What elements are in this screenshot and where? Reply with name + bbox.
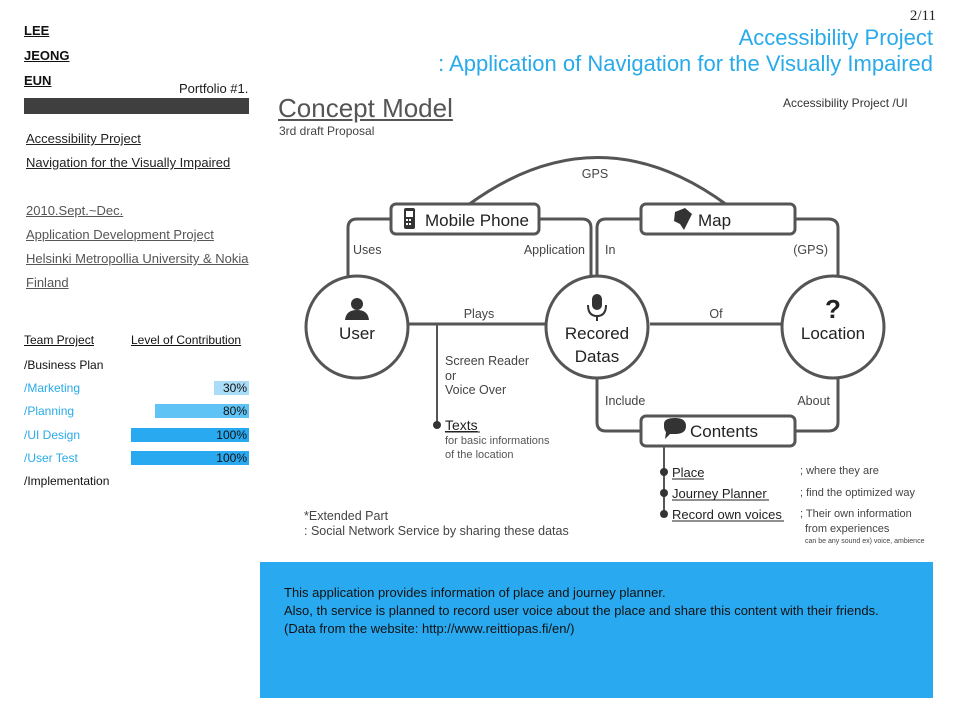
contribution-bar-planning: 80% [131,404,249,418]
row-label-user-test: /User Test [24,451,78,465]
connector-map-location [795,217,840,280]
connector-map-recorded [595,217,641,280]
plays-edge-label: Plays [464,307,495,321]
description-box [260,562,933,698]
content-item-voices: Record own voices [672,507,782,522]
project-type: Application Development Project [26,227,214,242]
project-organization: Helsinki Metropollia University & Nokia [26,251,249,266]
microphone-icon [587,294,607,321]
team-project-header: Team Project [24,333,95,347]
texts-bullet [433,421,441,429]
page-number: 2/11 [909,8,936,24]
contribution-fill-user-test [131,451,249,465]
recorded-datas-node [544,274,650,380]
recorded-label-line2: Datas [575,347,619,366]
header-divider-bar [24,98,249,114]
contribution-fill-marketing [213,381,249,395]
map-icon [674,208,692,230]
gps-edge-label: GPS [582,167,608,181]
description-line-2: Also, th service is planned to record us… [284,603,879,618]
concept-corner-label: Accessibility Project /UI [783,96,908,110]
screen-reader-line3: Voice Over [445,383,506,397]
project-country: Finland [26,275,69,290]
journey-bullet [660,489,668,497]
recorded-label-line1: Recored [565,324,629,343]
connector-location-contents [795,378,840,433]
author-name-line-2: JEONG [24,48,70,63]
project-date: 2010.Sept.~Dec. [26,203,124,218]
location-node [780,274,886,380]
place-bullet [660,468,668,476]
page-title: Accessibility Project [738,25,933,50]
contribution-value-ui-design: 100% [216,428,247,442]
screen-reader-line1: Screen Reader [445,354,529,368]
content-note-voices-small: can be any sound ex) voice, ambience [805,538,925,545]
extended-part-desc: : Social Network Service by sharing thes… [304,524,569,538]
author-name-line-1: LEE [24,23,50,38]
content-item-journey: Journey Planner [672,486,767,501]
row-label-implementation: /Implementation [24,474,110,488]
portfolio-label: Portfolio #1. [179,81,249,96]
of-edge-label: Of [709,307,723,321]
contribution-fill-planning [154,404,249,418]
in-edge-label: In [605,243,615,257]
map-label: Map [698,211,731,230]
connector-phone-user [346,217,390,280]
content-note-voices-extra: from experiences [805,523,890,535]
mobile-phone-node [389,202,541,236]
project-link-navigation[interactable]: Navigation for the Visually Impaired [26,155,231,170]
gps-paren-edge-label: (GPS) [793,243,828,257]
content-note-voices: ; Their own information [800,508,912,520]
voices-bullet [660,510,668,518]
contribution-fill-ui-design [131,428,249,442]
contribution-value-planning: 80% [222,404,247,418]
row-label-marketing: /Marketing [24,381,81,395]
screen-reader-line2: or [445,369,456,383]
location-label: Location [801,324,865,343]
concept-model-subtitle: 3rd draft Proposal [279,124,375,138]
contribution-bar-marketing: 30% [131,381,249,395]
texts-branch [436,324,665,515]
person-icon [345,298,369,320]
contribution-value-user-test: 100% [216,451,247,465]
about-edge-label: About [797,394,830,408]
application-edge-label: Application [524,243,585,257]
diagram-connectors [346,156,840,433]
speech-bubble-icon [664,418,686,439]
contents-label: Contents [690,422,758,441]
contribution-header: Level of Contribution [131,333,242,347]
connector-recorded-contents [595,378,641,433]
content-note-place: ; where they are [800,465,879,477]
contribution-value-marketing: 30% [222,381,247,395]
author-name-line-3: EUN [24,73,52,88]
extended-part-title: *Extended Part [304,509,389,523]
page-subtitle: : Application of Navigation for the Visu… [438,51,933,76]
texts-label: Texts [445,417,478,433]
row-label-planning: /Planning [24,404,75,418]
content-item-place: Place [672,465,705,480]
concept-model-title: Concept Model [278,93,453,123]
description-line-3: (Data from the website: http://www.reitt… [284,621,575,636]
user-label: User [339,324,375,343]
texts-desc-line2: of the location [445,449,514,461]
mobile-phone-icon [404,208,415,229]
mobile-phone-label: Mobile Phone [425,211,529,230]
connector-phone-recorded [539,217,593,280]
row-label-business-plan: /Business Plan [24,358,104,372]
row-label-ui-design: /UI Design [24,428,81,442]
uses-edge-label: Uses [353,243,381,257]
user-node [304,274,410,380]
texts-desc-line1: for basic informations [445,435,550,447]
content-note-journey: ; find the optimized way [800,487,915,499]
include-edge-label: Include [605,394,645,408]
project-link-accessibility[interactable]: Accessibility Project [26,131,141,146]
contribution-bar-user-test: 100% [131,451,249,465]
gps-arc [467,156,728,207]
question-mark-icon: ? [825,294,841,324]
description-line-1: This application provides information of… [284,585,666,600]
contribution-bar-ui-design: 100% [131,428,249,442]
